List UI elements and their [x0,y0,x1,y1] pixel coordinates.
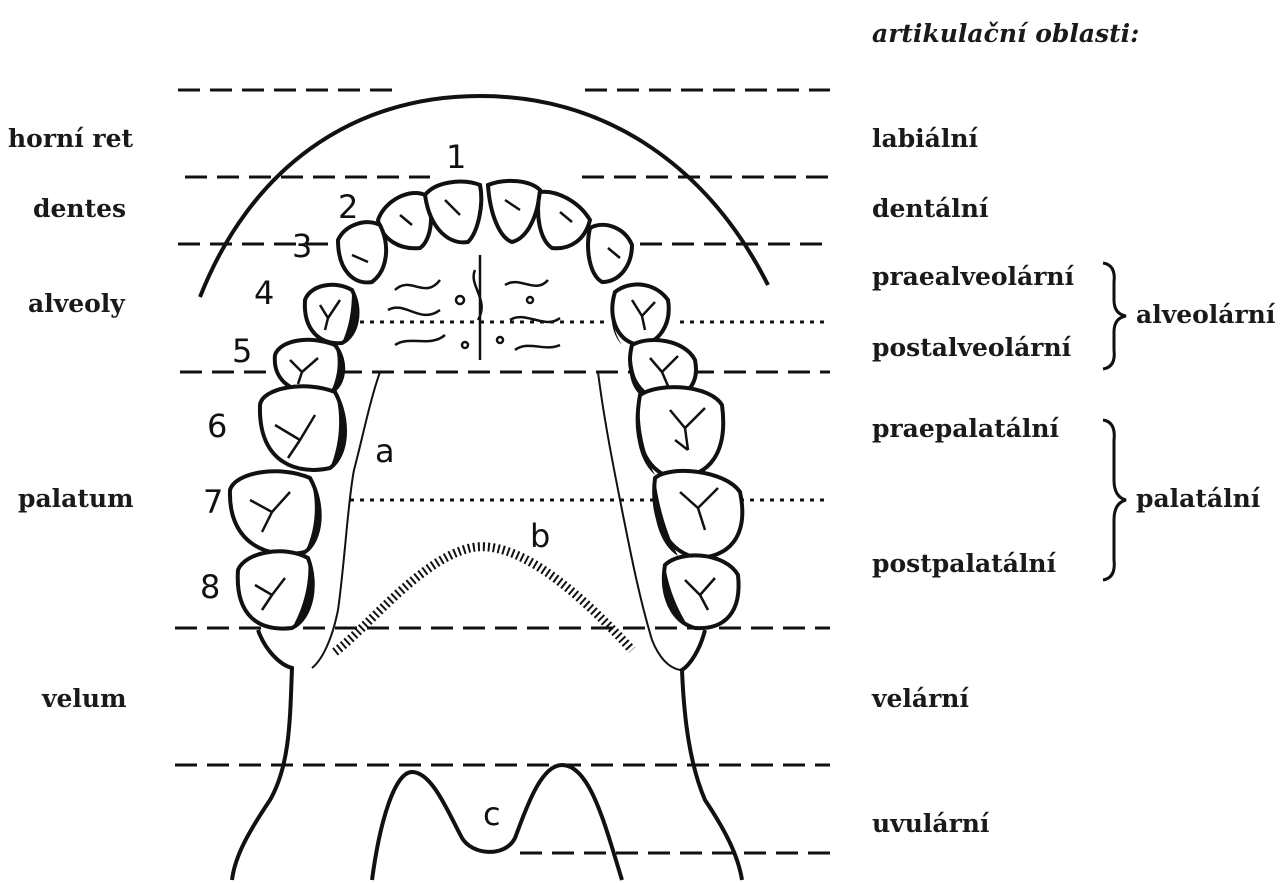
canine-left [338,222,386,282]
label-postpalatalni: postpalatální [872,549,1057,578]
jaw-outline-right [682,630,742,880]
tooth-number-7: 7 [203,483,223,521]
right-molar-1 [638,387,724,478]
tooth-number-4: 4 [254,274,274,312]
tooth-number-1: 1 [446,138,466,176]
palate-curve-b [335,547,632,652]
label-praepalatalni: praepalatální [872,414,1060,443]
region-letter-b: b [530,517,550,555]
left-molar-1 [260,386,345,470]
tooth-number-3: 3 [292,227,312,265]
palatal-rugae [388,255,560,360]
label-uvularni: uvulární [872,809,990,838]
label-velarni: velární [871,684,969,713]
diagram-heading: artikulační oblasti: [872,19,1139,48]
label-dentes: dentes [33,194,126,223]
label-palatalni: palatální [1136,484,1261,513]
region-letter-c: c [483,795,501,833]
incisor-right-central [488,181,540,242]
tooth-number-8: 8 [200,568,220,606]
label-alveolarni: alveolární [1136,300,1276,329]
right-teeth [611,284,742,628]
label-labialni: labiální [872,124,979,153]
tooth-number-2: 2 [338,188,358,226]
region-letter-a: a [375,432,395,470]
alveolar-brace [1103,263,1126,369]
label-palatum: palatum [18,484,134,513]
label-alveoly: alveoly [28,289,126,318]
label-dentalni: dentální [872,194,989,223]
incisor-right-lateral [538,192,590,249]
canine-right [588,225,632,282]
left-molar-2 [230,471,320,554]
label-postalveolarni: postalveolární [872,333,1072,362]
tooth-number-5: 5 [232,332,252,370]
label-horni-ret: horní ret [8,124,133,153]
tooth-number-6: 6 [207,407,227,445]
label-velum: velum [41,684,127,713]
incisor-left-central [425,182,481,243]
label-praealveolarni: praealveolární [872,262,1075,291]
front-teeth [338,181,632,283]
palatal-brace [1103,420,1126,580]
jaw-outline-left [232,630,292,880]
upper-lip-arc [200,96,768,297]
